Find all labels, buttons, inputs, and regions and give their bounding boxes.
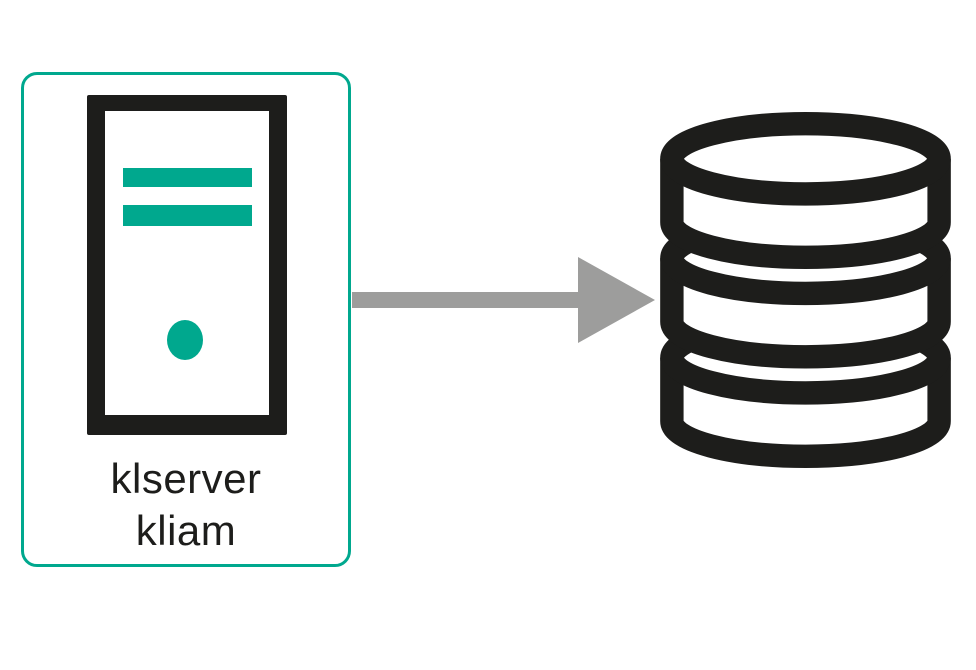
db-disk-top bbox=[660, 112, 951, 270]
server-label-kliam: kliam bbox=[135, 507, 237, 554]
db-disk-top-ellipse bbox=[660, 112, 951, 206]
arrow-right-connector bbox=[352, 257, 655, 343]
arrow-right-icon bbox=[352, 257, 655, 343]
server-node: klserver kliam bbox=[21, 72, 351, 567]
server-panel bbox=[105, 111, 269, 415]
server-slot-bar-top bbox=[123, 168, 252, 187]
server-tower-icon bbox=[87, 95, 287, 435]
server-power-dot bbox=[167, 320, 203, 360]
server-slot-bar-bottom bbox=[123, 205, 252, 226]
server-node-labels: klserver kliam bbox=[24, 453, 348, 557]
server-label-klserver: klserver bbox=[110, 455, 262, 502]
database-icon bbox=[660, 112, 951, 468]
